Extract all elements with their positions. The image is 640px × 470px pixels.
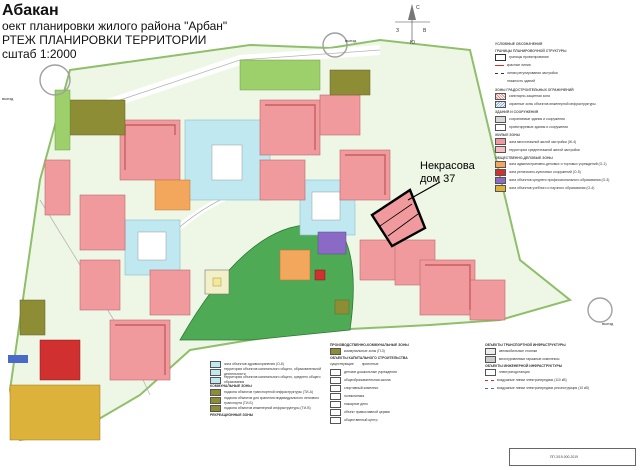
legend-heading: УСЛОВНЫЕ ОБОЗНАЧЕНИЯ — [495, 42, 543, 46]
compass-n: С — [416, 5, 420, 11]
red-zone — [39, 339, 81, 381]
church-marker — [314, 269, 326, 281]
callout-label: Некрасова дом 37 — [420, 160, 475, 186]
drawing-stamp: ПП-3/19-000-2019 — [509, 448, 636, 466]
commercial-block-2 — [279, 249, 311, 281]
callout-leader — [407, 181, 441, 201]
roundabout-west — [39, 64, 71, 96]
svg-text:З: З — [396, 28, 399, 34]
title-project: оект планировки жилого района "Арбан" — [2, 19, 228, 34]
communal-zone-north — [69, 99, 126, 136]
road-label-west: выезд — [2, 96, 14, 101]
yellow-zone — [9, 384, 101, 441]
commercial-block-1 — [154, 179, 191, 211]
blue-stripe — [8, 355, 28, 363]
legend-bottom: ПРОИЗВОДСТВЕННО-КОММУНАЛЬНЫЕ ЗОНЫ коммун… — [330, 343, 589, 424]
compass-icon: С З В Ю — [395, 4, 430, 46]
road-label-north: выезд — [345, 38, 357, 43]
svg-text:Ю: Ю — [410, 40, 415, 46]
legend-top: УСЛОВНЫЕ ОБОЗНАЧЕНИЯ ГРАНИЦЫ ПЛАНИРОВОЧН… — [495, 40, 635, 193]
road-label-east: выезд — [602, 321, 614, 326]
roundabout-southeast — [587, 297, 613, 323]
title-city: Абакан — [2, 2, 59, 19]
svg-text:В: В — [423, 28, 427, 34]
title-drawing: РТЕЖ ПЛАНИРОВКИ ТЕРРИТОРИИ — [2, 33, 207, 48]
residential-blocks — [44, 94, 506, 381]
callout-street: Некрасова — [420, 160, 475, 172]
legend-left: зона объектов здравоохранения (О-6) терр… — [210, 360, 322, 417]
title-block: Абакан оект планировки жилого района "Ар… — [2, 2, 227, 62]
service-zone — [317, 231, 347, 255]
title-scale: сштаб 1:2000 — [2, 46, 77, 61]
park-pavilion — [204, 269, 230, 295]
roundabout-north — [322, 32, 348, 58]
communal-zone-east — [329, 69, 371, 96]
callout-house: дом 37 — [420, 173, 456, 185]
